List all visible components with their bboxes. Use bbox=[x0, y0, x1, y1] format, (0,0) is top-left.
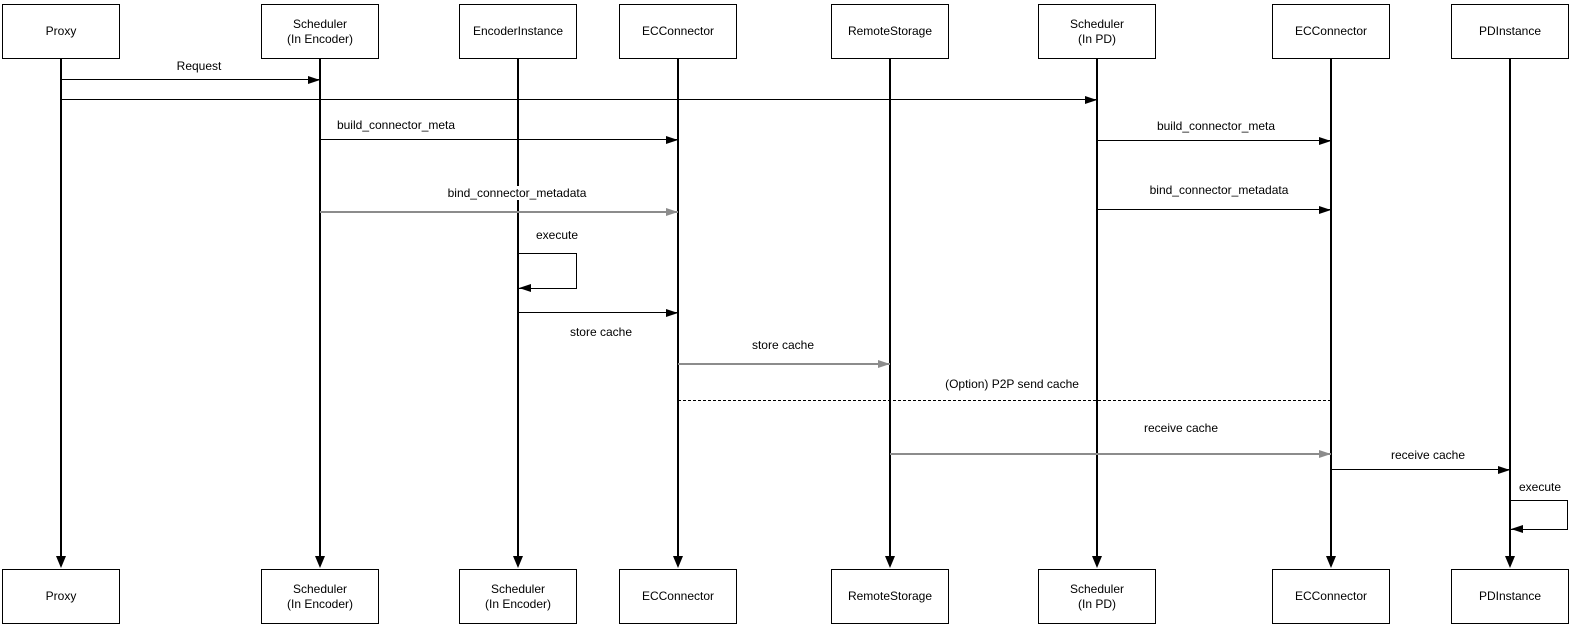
message-line-10 bbox=[890, 453, 1331, 455]
actor-top-pd-instance: PDInstance bbox=[1451, 4, 1569, 59]
actor-top-ec-connector-2: ECConnector bbox=[1272, 4, 1390, 59]
message-label-3: build_connector_meta bbox=[1154, 119, 1278, 133]
message-line-7 bbox=[518, 312, 678, 313]
message-arrowhead-right-icon bbox=[1319, 450, 1331, 458]
lifeline-arrowhead-down-icon bbox=[513, 556, 523, 568]
message-arrowhead-right-icon bbox=[1319, 137, 1331, 145]
lifeline-arrowhead-down-icon bbox=[1092, 556, 1102, 568]
actor-bottom-pd-instance: PDInstance bbox=[1451, 569, 1569, 624]
message-label-0: Request bbox=[174, 59, 224, 73]
message-arrowhead-right-icon bbox=[1498, 466, 1510, 474]
message-label-4: bind_connector_metadata bbox=[445, 186, 589, 200]
actor-label: (In PD) bbox=[1077, 596, 1116, 611]
lifeline-arrowhead-down-icon bbox=[315, 556, 325, 568]
message-arrowhead-right-icon bbox=[666, 136, 678, 144]
actor-label: ECConnector bbox=[641, 589, 715, 603]
lifeline-arrowhead-down-icon bbox=[56, 556, 66, 568]
actor-label: RemoteStorage bbox=[847, 589, 933, 603]
message-arrowhead-right-icon bbox=[1085, 96, 1097, 104]
actor-top-ec-connector-1: ECConnector bbox=[619, 4, 737, 59]
actor-label: RemoteStorage bbox=[847, 24, 933, 38]
message-line-11 bbox=[1331, 469, 1510, 470]
message-line-4 bbox=[320, 211, 678, 213]
lifeline-ec-connector-2 bbox=[1330, 59, 1332, 556]
actor-label: EncoderInstance bbox=[472, 24, 564, 38]
message-label-2: build_connector_meta bbox=[334, 118, 458, 132]
message-label-5: bind_connector_metadata bbox=[1147, 183, 1291, 197]
actor-bottom-scheduler-in-pd: Scheduler(In PD) bbox=[1038, 569, 1156, 624]
actor-bottom-ec-connector-1: ECConnector bbox=[619, 569, 737, 624]
actor-top-scheduler-in-encoder: Scheduler(In Encoder) bbox=[261, 4, 379, 59]
actor-label: (In Encoder) bbox=[286, 596, 354, 611]
message-line-8 bbox=[678, 363, 890, 365]
message-arrowhead-right-icon bbox=[308, 76, 320, 84]
message-line-0 bbox=[61, 79, 320, 80]
message-arrowhead-right-icon bbox=[878, 360, 890, 368]
message-line-5 bbox=[1097, 209, 1331, 210]
message-arrowhead-right-icon bbox=[666, 309, 678, 317]
actor-label: (In Encoder) bbox=[484, 596, 552, 611]
actor-label: Scheduler bbox=[1069, 16, 1125, 31]
actor-top-proxy: Proxy bbox=[2, 4, 120, 59]
lifeline-encoder-instance bbox=[517, 59, 519, 556]
message-label-9: (Option) P2P send cache bbox=[943, 377, 1081, 391]
actor-top-remote-storage: RemoteStorage bbox=[831, 4, 949, 59]
actor-label: ECConnector bbox=[641, 24, 715, 38]
actor-label: Scheduler bbox=[292, 16, 348, 31]
lifeline-arrowhead-down-icon bbox=[1505, 556, 1515, 568]
actor-top-encoder-instance: EncoderInstance bbox=[459, 4, 577, 59]
message-label-8: store cache bbox=[749, 338, 817, 352]
actor-label: Scheduler bbox=[1069, 581, 1125, 596]
actor-label: ECConnector bbox=[1294, 24, 1368, 38]
message-arrowhead-right-icon bbox=[666, 208, 678, 216]
lifeline-ec-connector-1 bbox=[677, 59, 679, 556]
message-line-3 bbox=[1097, 140, 1331, 141]
actor-bottom-proxy: Proxy bbox=[2, 569, 120, 624]
actor-label: (In PD) bbox=[1077, 31, 1116, 46]
lifeline-scheduler-in-encoder bbox=[319, 59, 321, 556]
message-label-6: execute bbox=[533, 228, 581, 242]
actor-label: Scheduler bbox=[490, 581, 546, 596]
lifeline-pd-instance bbox=[1509, 59, 1511, 556]
actor-label: Proxy bbox=[45, 24, 77, 38]
lifeline-remote-storage bbox=[889, 59, 891, 556]
message-label-7: store cache bbox=[567, 325, 635, 339]
self-message-loop-6 bbox=[518, 253, 577, 289]
message-label-11: receive cache bbox=[1388, 448, 1468, 462]
actor-label: PDInstance bbox=[1478, 24, 1542, 38]
actor-bottom-encoder-instance: Scheduler(In Encoder) bbox=[459, 569, 577, 624]
actor-label: Scheduler bbox=[292, 581, 348, 596]
actor-bottom-ec-connector-2: ECConnector bbox=[1272, 569, 1390, 624]
actor-top-scheduler-in-pd: Scheduler(In PD) bbox=[1038, 4, 1156, 59]
actor-label: Proxy bbox=[45, 589, 77, 603]
message-label-12: execute bbox=[1516, 480, 1564, 494]
actor-label: PDInstance bbox=[1478, 589, 1542, 603]
actor-bottom-remote-storage: RemoteStorage bbox=[831, 569, 949, 624]
message-arrowhead-left-icon bbox=[519, 283, 531, 292]
lifeline-arrowhead-down-icon bbox=[673, 556, 683, 568]
lifeline-proxy bbox=[60, 59, 62, 556]
message-arrowhead-right-icon bbox=[1319, 206, 1331, 214]
message-line-1 bbox=[61, 99, 1097, 100]
actor-bottom-scheduler-in-encoder: Scheduler(In Encoder) bbox=[261, 569, 379, 624]
lifeline-arrowhead-down-icon bbox=[1326, 556, 1336, 568]
lifeline-scheduler-in-pd bbox=[1096, 59, 1098, 556]
message-line-2 bbox=[320, 139, 678, 140]
self-message-loop-12 bbox=[1510, 500, 1568, 530]
lifeline-arrowhead-down-icon bbox=[885, 556, 895, 568]
message-label-10: receive cache bbox=[1141, 421, 1221, 435]
actor-label: (In Encoder) bbox=[286, 31, 354, 46]
actor-label: ECConnector bbox=[1294, 589, 1368, 603]
message-arrowhead-left-icon bbox=[1511, 524, 1523, 533]
message-line-9 bbox=[678, 400, 1331, 401]
